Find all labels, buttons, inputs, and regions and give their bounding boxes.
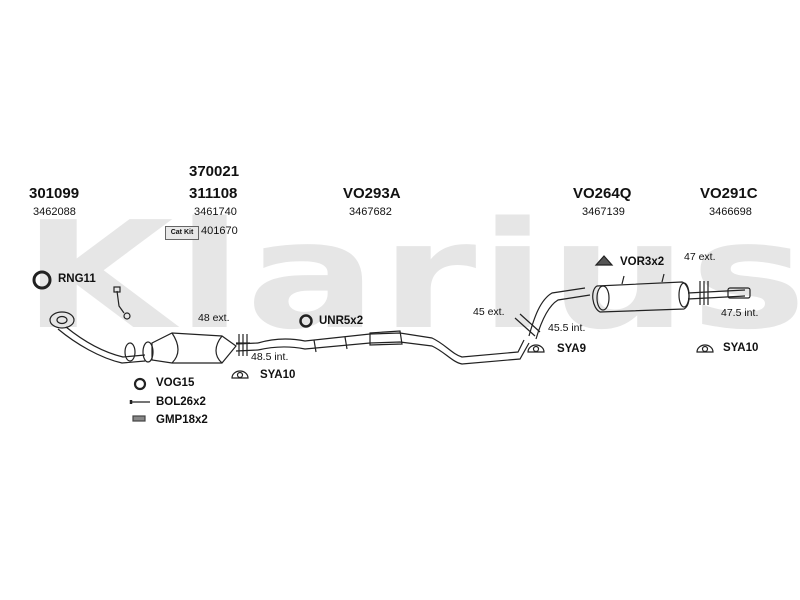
part-code-vo264q[interactable]: VO264Q <box>573 185 632 202</box>
part-code-311108[interactable]: 311108 <box>189 185 238 202</box>
label-bol26x2[interactable]: BOL26x2 <box>156 396 206 408</box>
dim-45-5-int: 45.5 int. <box>548 322 586 334</box>
front-flange-icon <box>49 311 75 329</box>
hanger-sya10-b-icon <box>696 344 714 353</box>
hanger-sya9-icon <box>527 344 545 353</box>
centre-silencer <box>369 330 403 346</box>
dim-45-ext: 45 ext. <box>473 306 505 318</box>
cat-kit-number: 401670 <box>201 225 238 237</box>
part-number-3466698: 3466698 <box>709 206 752 218</box>
part-code-vo293a[interactable]: VO293A <box>343 185 401 202</box>
nut-gmp-icon <box>132 415 146 422</box>
part-code-vo291c[interactable]: VO291C <box>700 185 758 202</box>
catalytic-converter <box>151 332 237 364</box>
part-number-3467139: 3467139 <box>582 206 625 218</box>
rear-silencer <box>592 281 690 313</box>
label-sya9[interactable]: SYA9 <box>557 343 586 355</box>
label-sya10[interactable]: SYA10 <box>260 369 296 381</box>
label-gmp18x2[interactable]: GMP18x2 <box>156 414 208 426</box>
label-vor3x2[interactable]: VOR3x2 <box>620 256 665 268</box>
label-vog15[interactable]: VOG15 <box>156 377 195 389</box>
dim-48-5-int: 48.5 int. <box>251 351 289 363</box>
part-number-3461740: 3461740 <box>194 206 237 218</box>
dim-48-ext: 48 ext. <box>198 312 230 324</box>
ring-unr-icon <box>299 314 313 328</box>
mount-vor-icon <box>594 255 614 266</box>
cat-kit-badge: Cat Kit <box>165 226 199 240</box>
label-sya10-rear[interactable]: SYA10 <box>723 342 759 354</box>
hanger-sya10-icon <box>231 370 249 379</box>
ring-rng11-icon <box>32 270 52 290</box>
part-code-301099[interactable]: 301099 <box>29 185 80 202</box>
klarius-watermark: Klarius <box>22 190 800 362</box>
front-pipe <box>65 326 146 358</box>
part-code-370021[interactable]: 370021 <box>189 163 240 180</box>
gasket-vog-icon <box>133 377 147 391</box>
dim-47-5-int: 47.5 int. <box>721 307 759 319</box>
part-number-3467682: 3467682 <box>349 206 392 218</box>
dim-47-ext: 47 ext. <box>684 251 716 263</box>
label-unr5x2[interactable]: UNR5x2 <box>319 315 364 327</box>
part-number-3462088: 3462088 <box>33 206 76 218</box>
label-rng11[interactable]: RNG11 <box>58 273 96 285</box>
